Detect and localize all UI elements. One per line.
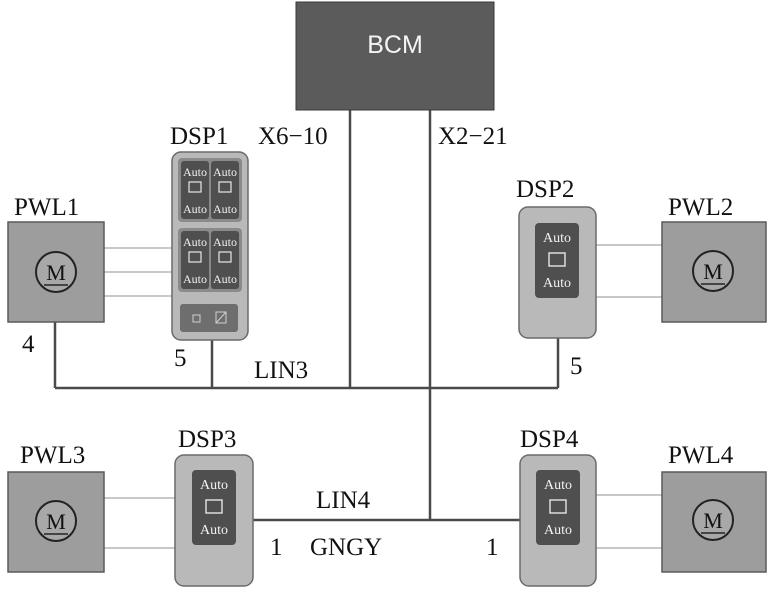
motor-symbol: M [46,260,66,285]
connector-x6-10-label: X6−10 [258,123,328,150]
svg-text:Auto: Auto [183,202,207,216]
svg-text:Auto: Auto [200,523,228,538]
motor-wires [104,244,662,549]
pwl4-label: PWL4 [668,442,734,469]
svg-text:Auto: Auto [543,231,571,246]
svg-text:Auto: Auto [544,523,572,538]
dsp2-switch[interactable]: Auto Auto [535,223,579,298]
pwl2-label: PWL2 [668,194,733,221]
motor-icon [35,251,77,293]
pwl3-motor: M [7,471,105,573]
dsp4-switch[interactable]: Auto Auto [536,470,580,545]
dsp3-pin-label: 1 [270,534,283,561]
dsp4-label: DSP4 [520,426,579,453]
dsp1-switch-1[interactable]: Auto Auto [181,161,209,219]
connector-x2-21-label: X2−21 [438,123,508,150]
svg-text:Auto: Auto [544,478,572,493]
dsp4-pin-label: 1 [486,534,499,561]
pwl3-label: PWL3 [20,442,85,469]
svg-text:Auto: Auto [183,235,207,249]
dsp1-pin-label: 5 [174,345,187,372]
window-icon [188,181,202,193]
dsp2-label: DSP2 [516,176,574,203]
dsp1-switch-3[interactable]: Auto Auto [181,231,209,289]
dsp1-label: DSP1 [170,123,228,150]
motor-symbol: M [703,508,723,533]
svg-text:Auto: Auto [213,235,237,249]
window-icon [549,499,567,514]
svg-text:Auto: Auto [183,272,207,286]
dsp3-switch[interactable]: Auto Auto [192,470,236,545]
dsp1-switch-4[interactable]: Auto Auto [211,231,239,289]
pwl3-box [7,471,105,573]
lin3-label: LIN3 [254,357,308,384]
motor-icon [35,500,77,542]
svg-text:Auto: Auto [213,165,237,179]
dsp1-lock-switch[interactable] [180,304,238,332]
pwl1-label: PWL1 [14,194,79,221]
svg-text:Auto: Auto [183,165,207,179]
motor-icon [692,250,734,292]
window-lock-icon [215,311,227,324]
dsp1-module: Auto Auto Auto Auto Auto Auto Auto Auto [171,151,249,341]
svg-text:Auto: Auto [213,272,237,286]
pwl2-motor: M [661,221,767,323]
dsp3-module: Auto Auto [174,454,254,587]
window-icon [218,251,232,263]
dsp2-module: Auto Auto [518,206,597,339]
wires [53,110,560,522]
window-icon [548,252,566,267]
svg-text:Auto: Auto [543,276,571,291]
pwl4-motor: M [661,471,767,573]
pwl1-pin-label: 4 [22,331,35,358]
window-icon [188,251,202,263]
dsp4-module: Auto Auto [519,454,597,587]
dsp3-label: DSP3 [178,426,236,453]
lock-icon [192,314,201,323]
bcm-box [295,1,495,111]
motor-symbol: M [703,259,723,284]
motor-symbol: M [46,509,66,534]
bcm-unit: BCM [295,1,495,111]
svg-text:Auto: Auto [200,478,228,493]
bcm-label: BCM [367,31,423,59]
dsp1-switch-2[interactable]: Auto Auto [211,161,239,219]
svg-text:Auto: Auto [213,202,237,216]
gngy-label: GNGY [310,534,382,561]
dsp2-pin-label: 5 [570,353,583,380]
pwl1-motor: M [7,221,105,323]
motor-icon [692,499,734,541]
lin4-label: LIN4 [316,487,371,514]
window-icon [205,499,223,514]
window-icon [218,181,232,193]
